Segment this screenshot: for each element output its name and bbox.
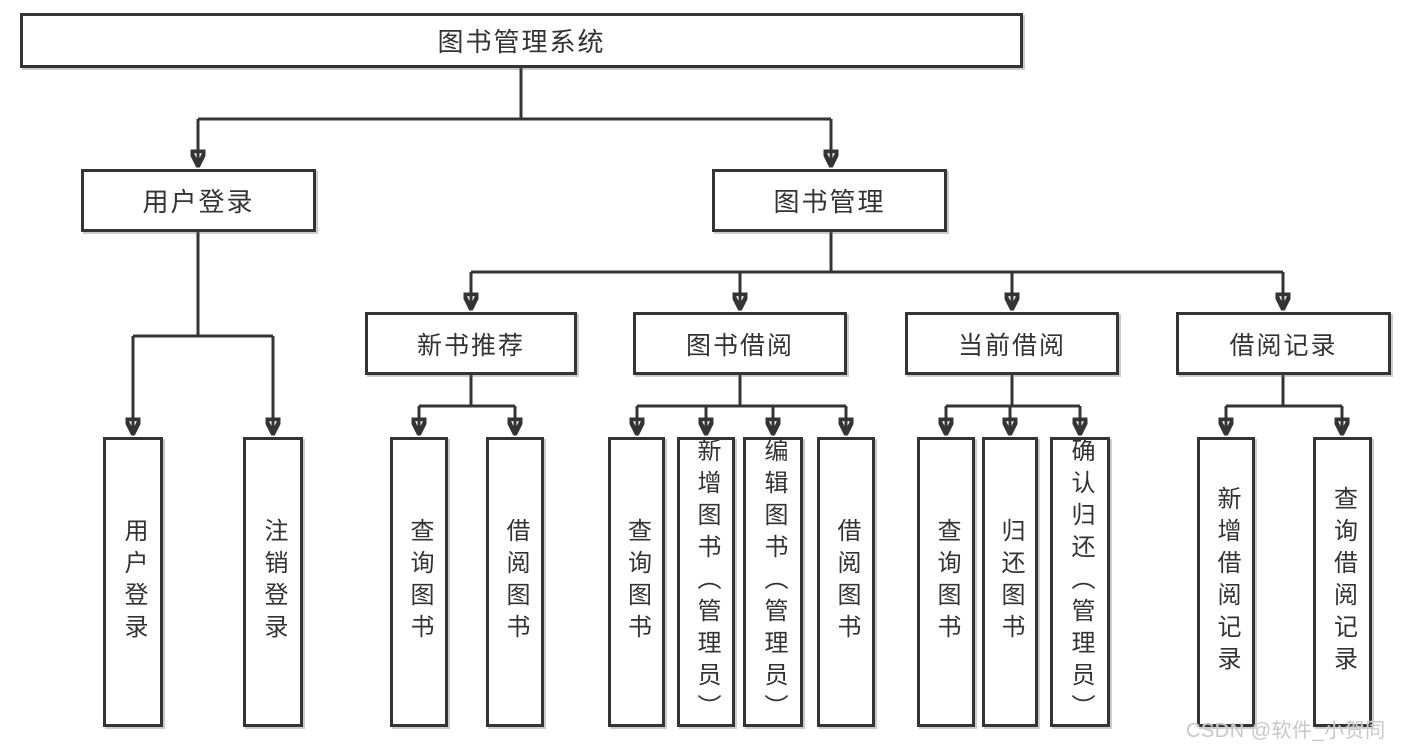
watermark-text: CSDN @软件_小贺同学 — [1186, 720, 1386, 742]
node-root: 图书管理系统 — [20, 13, 1023, 68]
node-records-query-record: 查询借阅记录 — [1313, 437, 1372, 727]
node-login: 用户登录 — [103, 437, 163, 727]
connectors-new-book-recommend — [419, 406, 515, 434]
node-current-confirm-return-admin: 确认归还（管理员） — [1050, 437, 1110, 727]
node-rec-borrow-books: 借阅图书 — [486, 437, 544, 727]
connectors-root — [198, 119, 831, 166]
node-book-borrow: 图书借阅 — [633, 312, 847, 375]
node-records-add-record: 新增借阅记录 — [1197, 437, 1255, 727]
node-current-borrow: 当前借阅 — [905, 312, 1119, 375]
node-user-login: 用户登录 — [81, 169, 316, 232]
node-borrow-query-books: 查询图书 — [608, 437, 665, 727]
node-new-book-recommend: 新书推荐 — [365, 312, 577, 375]
node-current-query-books: 查询图书 — [917, 437, 975, 727]
connector-trunks — [133, 68, 1342, 408]
node-current-return-books: 归还图书 — [982, 437, 1038, 727]
connectors-book-borrow — [637, 406, 846, 434]
node-rec-query-books: 查询图书 — [390, 437, 448, 727]
connectors-borrow-records — [1226, 406, 1342, 434]
connectors-user-login — [133, 336, 273, 434]
node-borrow-add-books-admin: 新增图书（管理员） — [677, 437, 735, 727]
node-logout: 注销登录 — [243, 437, 303, 727]
connectors-current-borrow — [946, 406, 1080, 434]
node-borrow-edit-books-admin: 编辑图书（管理员） — [743, 437, 803, 727]
connectors-book-management — [471, 272, 1283, 309]
node-borrow-records: 借阅记录 — [1176, 312, 1391, 375]
node-borrow-borrow-books: 借阅图书 — [817, 437, 875, 727]
node-book-management: 图书管理 — [712, 169, 947, 232]
